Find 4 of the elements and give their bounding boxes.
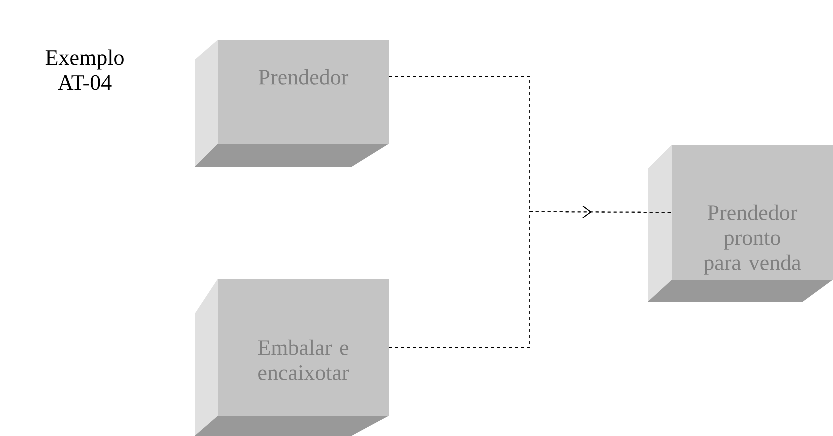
- process-box: Embalar e encaixotar: [195, 279, 389, 436]
- process-box: Prendedor pronto para venda: [648, 145, 833, 302]
- caption-text: Exemplo AT-04: [46, 50, 124, 90]
- process-box: Prendedor: [195, 40, 389, 167]
